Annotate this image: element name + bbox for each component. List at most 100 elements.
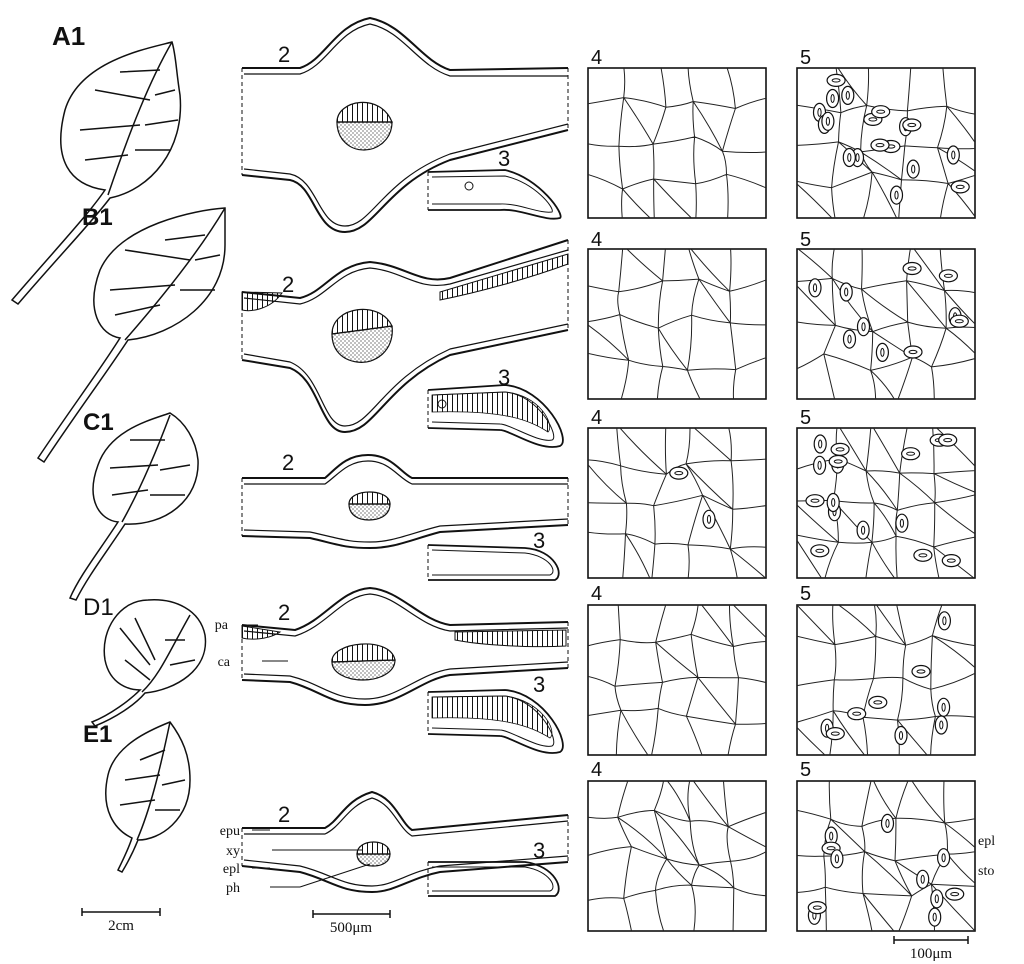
stoma [844, 330, 856, 348]
label-ca: ca [218, 655, 231, 670]
stoma [806, 495, 824, 507]
label-e3: 3 [533, 838, 545, 863]
label-a1: A1 [52, 21, 85, 51]
stoma [831, 850, 843, 868]
label-a4: 4 [591, 47, 602, 69]
abaxial-epidermis-c [792, 423, 980, 582]
stoma [938, 698, 950, 716]
section-a2 [242, 18, 568, 232]
stoma [882, 814, 894, 832]
stoma [904, 346, 922, 358]
stoma [931, 890, 943, 908]
leaf-outlines [12, 42, 225, 872]
stoma [842, 86, 854, 104]
label-d3: 3 [533, 672, 545, 697]
stoma [857, 521, 869, 539]
margin-d3 [428, 690, 563, 753]
stoma [809, 279, 821, 297]
section-scale-label: 500μm [330, 920, 373, 936]
stoma [811, 545, 829, 557]
label-pa: pa [215, 618, 229, 633]
stoma [814, 456, 826, 474]
label-e4: 4 [591, 759, 602, 781]
stoma [912, 666, 930, 678]
label-d4: 4 [591, 583, 602, 605]
label-a5: 5 [800, 47, 811, 69]
stoma [843, 149, 855, 167]
label-epu: epu [220, 824, 240, 839]
abaxial-epidermis-d [792, 600, 980, 760]
stoma [703, 510, 715, 528]
label-a3: 3 [498, 146, 510, 171]
margin-e3 [428, 862, 559, 896]
label-b1: B1 [82, 204, 113, 231]
label-d5: 5 [800, 583, 811, 605]
stoma [814, 435, 826, 453]
stoma [939, 434, 957, 446]
stoma [872, 106, 890, 118]
label-c4: 4 [591, 407, 602, 429]
leaf-scale-label: 2cm [108, 918, 134, 934]
abaxial-epidermis-e [793, 776, 981, 937]
leaf-b1 [38, 208, 225, 462]
stoma [914, 549, 932, 561]
epidermis-scale-label: 100μm [910, 946, 953, 962]
label-b2: 2 [282, 272, 294, 297]
leaf-c1 [70, 413, 198, 600]
stoma [929, 908, 941, 926]
stoma [871, 139, 889, 151]
label-e2: 2 [278, 802, 290, 827]
margin-b3 [428, 385, 563, 447]
section-d2 [242, 588, 568, 705]
stoma [840, 283, 852, 301]
label-epl-section: epl [223, 862, 240, 877]
stoma [670, 467, 688, 479]
stoma [917, 870, 929, 888]
stoma [876, 343, 888, 361]
abaxial-epidermis-b [792, 244, 980, 403]
stoma [826, 728, 844, 740]
adaxial-epidermis-d [583, 600, 771, 761]
stoma [827, 90, 839, 108]
abaxial-epidermis-a [793, 63, 979, 224]
stoma [907, 160, 919, 178]
stoma [822, 112, 834, 130]
stoma [935, 716, 947, 734]
label-a2: 2 [278, 42, 290, 67]
leaf-a1 [12, 42, 180, 304]
label-c5: 5 [800, 407, 811, 429]
adaxial-epidermis-b [583, 244, 771, 405]
label-e1: E1 [83, 721, 112, 748]
stoma [939, 270, 957, 282]
stoma [951, 181, 969, 193]
label-b3: 3 [498, 365, 510, 390]
stoma [903, 119, 921, 131]
adaxial-epidermis-e [581, 775, 771, 937]
label-d2: 2 [278, 600, 290, 625]
stoma [808, 902, 826, 914]
stoma [831, 443, 849, 455]
adaxial-epidermis-c [584, 423, 772, 584]
stoma [902, 448, 920, 460]
stoma [848, 708, 866, 720]
label-c1: C1 [83, 409, 114, 436]
label-xy: xy [226, 844, 240, 859]
label-b4: 4 [591, 229, 602, 251]
stoma [942, 555, 960, 567]
stoma [938, 849, 950, 867]
label-epl-epidermis: epl [978, 834, 995, 849]
section-e2 [242, 792, 568, 892]
margin-a3 [428, 170, 561, 219]
stoma [896, 514, 908, 532]
epidermis-panels [581, 63, 980, 937]
stoma [869, 696, 887, 708]
stoma [829, 456, 847, 468]
stoma [946, 888, 964, 900]
stoma [858, 318, 870, 336]
label-b5: 5 [800, 229, 811, 251]
label-sto: sto [978, 864, 994, 879]
stoma [891, 186, 903, 204]
label-c3: 3 [533, 528, 545, 553]
